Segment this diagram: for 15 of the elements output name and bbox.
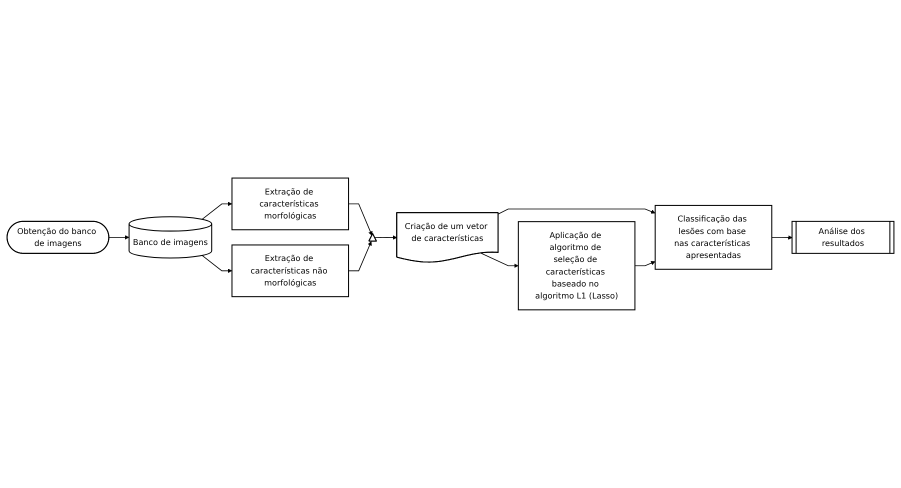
arrow (348, 204, 373, 236)
arrow (498, 208, 656, 214)
node-box (231, 178, 350, 230)
arrow (480, 252, 519, 268)
flowchart: Obtenção do banco de imagens Banco de imagens Extração de características morfológicas Extração de características não morfológicas Criação de um vetor de características Aplicação de algoritmo de seleção de características baseado no algoritmo L1 (Lasso) Classificação das lesões com base nas características apresentadas Análise dos resultados (3, 174, 898, 314)
arrow (374, 235, 398, 240)
node-box (654, 204, 772, 270)
node-box (518, 221, 636, 310)
arrow (348, 241, 372, 272)
arrow (202, 255, 232, 274)
arrow (202, 202, 232, 220)
arrow (108, 235, 130, 240)
arrow (634, 261, 656, 266)
arrow (771, 235, 792, 240)
node-box (231, 244, 350, 298)
